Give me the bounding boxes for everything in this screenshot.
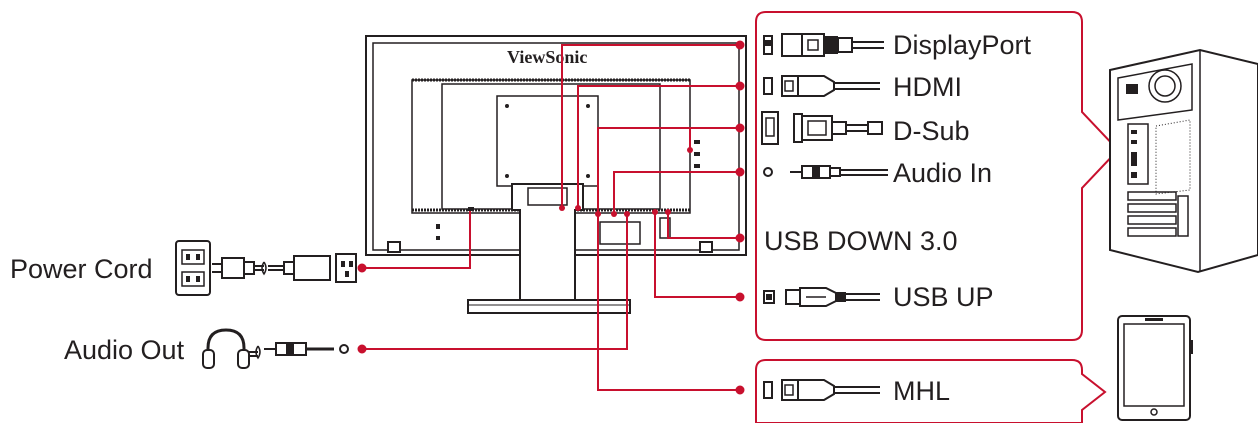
hdmi-label: HDMI xyxy=(893,72,962,102)
headphones-icon xyxy=(202,328,250,369)
callout-mhl xyxy=(755,359,1107,423)
power-cord-row: Power Cord xyxy=(10,240,357,296)
usb-up-row: USB UP xyxy=(763,282,994,312)
power-cord-label: Power Cord xyxy=(10,254,153,284)
dsub-row: D-Sub xyxy=(761,111,970,146)
hdmi-icon xyxy=(763,75,880,97)
monitor-brand: ViewSonic xyxy=(507,47,587,67)
monitor-rear: ViewSonic xyxy=(365,35,747,314)
audio-cable-icon xyxy=(249,342,349,360)
displayport-label: DisplayPort xyxy=(893,30,1032,60)
mhl-label: MHL xyxy=(893,376,950,406)
smartphone-icon xyxy=(1117,315,1193,421)
audio-in-label: Audio In xyxy=(893,158,992,188)
callout-pc xyxy=(755,11,1120,341)
usb-down-row: USB DOWN 3.0 xyxy=(764,226,958,256)
audio-out-row: Audio Out xyxy=(64,328,349,369)
hdmi-row: HDMI xyxy=(763,72,962,102)
pc-tower-icon xyxy=(1109,48,1258,274)
mhl-row: MHL xyxy=(763,376,950,406)
displayport-icon xyxy=(763,33,884,57)
leader-lines xyxy=(357,40,745,395)
audio-jack-icon xyxy=(763,165,888,179)
dsub-icon xyxy=(761,111,883,145)
usb-down-label: USB DOWN 3.0 xyxy=(764,226,958,256)
displayport-row: DisplayPort xyxy=(763,30,1032,60)
dsub-label: D-Sub xyxy=(893,116,970,146)
audio-in-row: Audio In xyxy=(763,158,992,188)
power-outlet-icon xyxy=(175,240,211,296)
audio-out-label: Audio Out xyxy=(64,335,185,365)
usb-b-icon xyxy=(763,287,880,307)
mhl-icon xyxy=(763,379,880,401)
power-plug-icon xyxy=(212,253,357,283)
usb-up-label: USB UP xyxy=(893,282,994,312)
